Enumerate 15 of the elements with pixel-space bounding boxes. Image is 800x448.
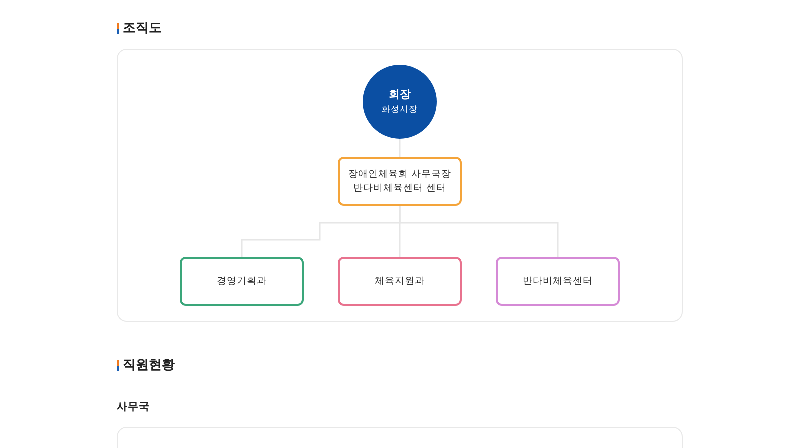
subsection-heading: 사무국	[117, 400, 150, 414]
org-box	[338, 257, 462, 306]
unit-name: 반다비체육센터	[523, 274, 593, 288]
position-title: 회장	[389, 87, 411, 103]
unit-name: 경영기획과	[217, 274, 267, 288]
org-box	[496, 257, 620, 306]
section-heading: 조직도	[123, 20, 162, 37]
unit-name: 장애인체육회 사무국장	[348, 168, 452, 182]
unit-name: 반다비체육센터 센터	[353, 182, 447, 196]
position-subtitle: 화성시장	[382, 104, 418, 117]
circle-node	[363, 65, 437, 139]
section-heading: 직원현황	[123, 357, 175, 374]
unit-name: 체육지원과	[375, 274, 425, 288]
org-box	[338, 157, 462, 206]
org-box	[180, 257, 304, 306]
